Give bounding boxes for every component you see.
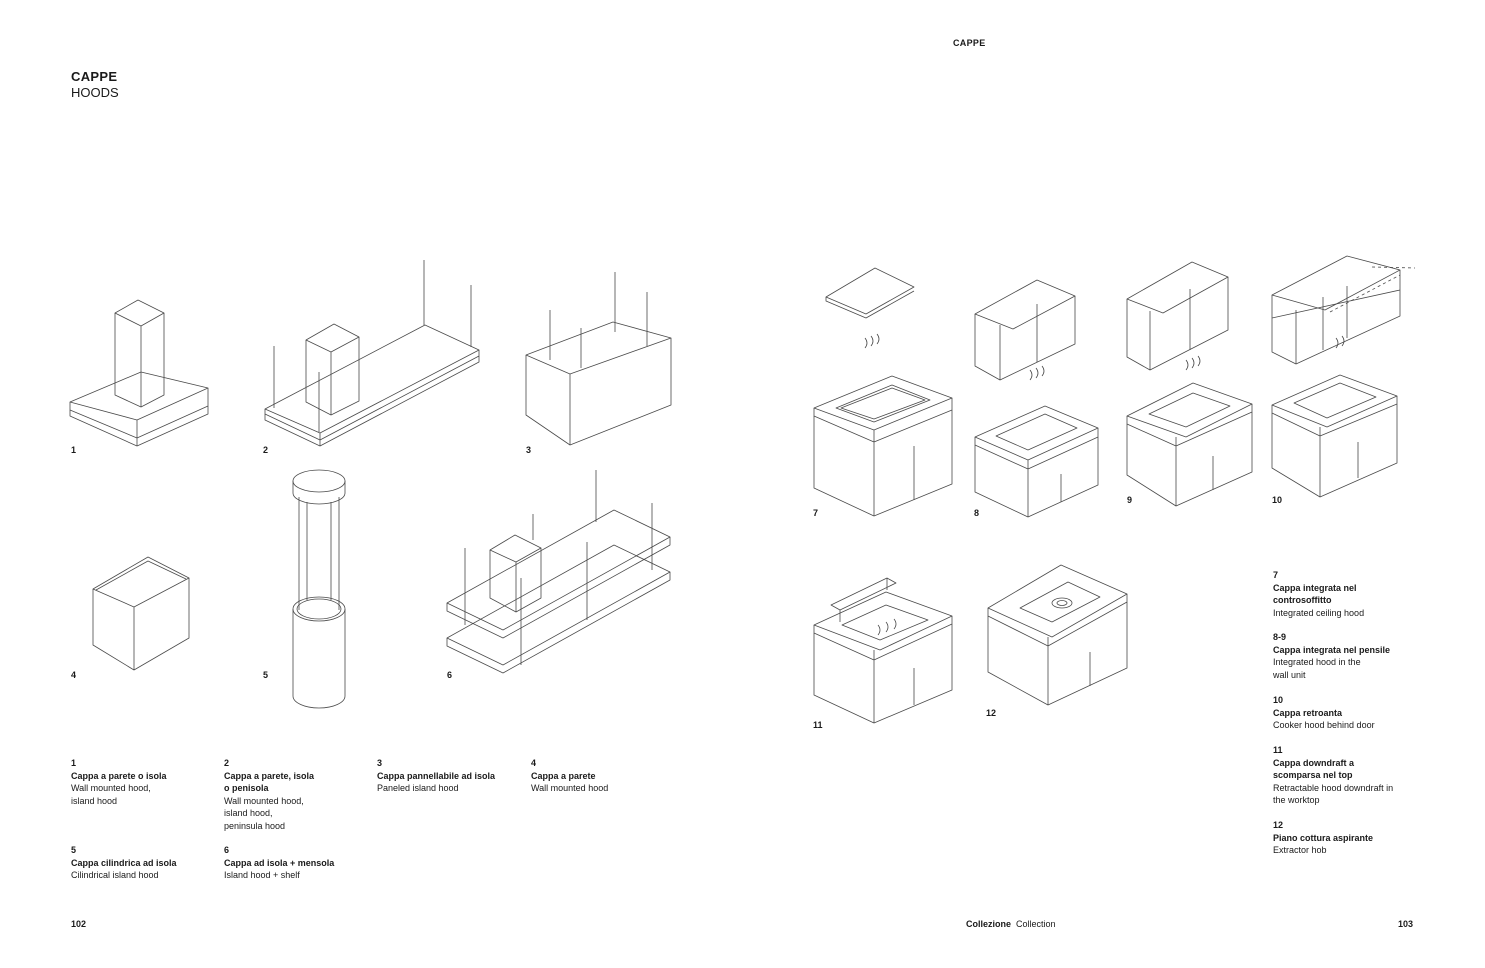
caption-7: 7 Cappa integrata nel controsoffitto Int… bbox=[1273, 569, 1433, 619]
illustration-2-island-hood bbox=[264, 260, 480, 447]
caption-1: 1 Cappa a parete o isola Wall mounted ho… bbox=[71, 757, 221, 807]
caption-english: Retractable hood downdraft in the workto… bbox=[1273, 782, 1394, 806]
caption-number: 8-9 bbox=[1273, 632, 1287, 642]
page-number-right: 103 bbox=[1398, 919, 1414, 929]
caption-english: Island hood + shelf bbox=[224, 870, 300, 880]
caption-english: Integrated hood in the wall unit bbox=[1273, 657, 1361, 680]
illustration-5-cylinder-hood bbox=[292, 469, 346, 709]
caption-6: 6 Cappa ad isola + mensola Island hood +… bbox=[224, 844, 374, 882]
figure-number-8: 8 bbox=[974, 508, 980, 518]
caption-8-9: 8-9 Cappa integrata nel pensile Integrat… bbox=[1273, 631, 1433, 681]
figure-number-1: 1 bbox=[71, 445, 77, 455]
caption-number: 7 bbox=[1273, 570, 1279, 580]
caption-italian: Cappa integrata nel controsoffitto bbox=[1273, 582, 1357, 606]
figure-number-11: 11 bbox=[813, 720, 823, 730]
caption-5: 5 Cappa cilindrica ad isola Cilindrical … bbox=[71, 844, 221, 882]
illustration-9-wallunit-hood bbox=[1126, 261, 1253, 507]
illustration-1-chimney-hood bbox=[69, 299, 209, 447]
caption-10: 10 Cappa retroanta Cooker hood behind do… bbox=[1273, 694, 1433, 732]
illustration-11-downdraft bbox=[813, 577, 953, 724]
page-number-left: 102 bbox=[71, 919, 87, 929]
figure-number-10: 10 bbox=[1272, 495, 1283, 505]
caption-number: 6 bbox=[224, 845, 230, 855]
page-title-english: HOODS bbox=[71, 85, 119, 100]
figure-number-7: 7 bbox=[813, 508, 819, 518]
caption-number: 2 bbox=[224, 758, 230, 768]
caption-12: 12 Piano cottura aspirante Extractor hob bbox=[1273, 819, 1433, 857]
caption-number: 11 bbox=[1273, 745, 1283, 755]
caption-english: Paneled island hood bbox=[377, 783, 459, 793]
figure-number-3: 3 bbox=[526, 445, 532, 455]
figure-number-4: 4 bbox=[71, 670, 77, 680]
figure-number-12: 12 bbox=[986, 708, 997, 718]
caption-4: 4 Cappa a parete Wall mounted hood bbox=[531, 757, 681, 795]
figure-number-9: 9 bbox=[1127, 495, 1133, 505]
illustration-12-extractor-hob bbox=[987, 564, 1128, 706]
caption-italian: Cappa pannellabile ad isola bbox=[377, 770, 496, 781]
caption-english: Wall mounted hood, island hood bbox=[71, 783, 151, 806]
collection-label-italian: Collezione bbox=[966, 919, 1012, 929]
caption-3: 3 Cappa pannellabile ad isola Paneled is… bbox=[377, 757, 527, 795]
page-title-italian: CAPPE bbox=[71, 69, 118, 84]
caption-2: 2 Cappa a parete, isola o penisola Wall … bbox=[224, 757, 374, 832]
caption-italian: Cappa ad isola + mensola bbox=[224, 857, 335, 868]
caption-italian: Cappa retroanta bbox=[1273, 707, 1343, 718]
caption-number: 1 bbox=[71, 758, 77, 768]
caption-english: Cooker hood behind door bbox=[1273, 720, 1375, 730]
caption-italian: Piano cottura aspirante bbox=[1273, 832, 1374, 843]
caption-number: 10 bbox=[1273, 695, 1284, 705]
illustration-8-wallunit-hood bbox=[974, 279, 1099, 518]
illustration-6-hood-shelf bbox=[446, 470, 671, 674]
caption-english: Extractor hob bbox=[1273, 845, 1327, 855]
running-title: CAPPE bbox=[953, 38, 986, 48]
caption-italian: Cappa downdraft a scomparsa nel top bbox=[1273, 757, 1355, 781]
caption-italian: Cappa cilindrica ad isola bbox=[71, 857, 177, 868]
collection-label: Collezione Collection bbox=[966, 919, 1056, 929]
caption-number: 4 bbox=[531, 758, 537, 768]
caption-number: 12 bbox=[1273, 820, 1284, 830]
figure-number-2: 2 bbox=[263, 445, 269, 455]
caption-english: Cilindrical island hood bbox=[71, 870, 159, 880]
caption-11: 11 Cappa downdraft a scomparsa nel top R… bbox=[1273, 744, 1433, 807]
caption-english: Integrated ceiling hood bbox=[1273, 607, 1365, 618]
figure-number-6: 6 bbox=[447, 670, 453, 680]
figure-number-5: 5 bbox=[263, 670, 269, 680]
caption-italian: Cappa a parete o isola bbox=[71, 770, 167, 781]
caption-number: 5 bbox=[71, 845, 77, 855]
illustration-7-ceiling-hood bbox=[813, 267, 953, 517]
caption-italian: Cappa a parete bbox=[531, 770, 596, 781]
caption-italian: Cappa integrata nel pensile bbox=[1273, 644, 1391, 655]
collection-label-english: Collection bbox=[1016, 919, 1056, 929]
caption-number: 3 bbox=[377, 758, 383, 768]
illustration-3-paneled-hood bbox=[525, 272, 672, 446]
caption-italian: Cappa a parete, isola o penisola bbox=[224, 770, 315, 794]
caption-english: Wall mounted hood, island hood, peninsul… bbox=[224, 795, 304, 831]
caption-english: Wall mounted hood bbox=[531, 783, 609, 793]
illustration-10-behind-door-hood bbox=[1271, 255, 1416, 498]
illustration-4-wall-hood bbox=[92, 556, 190, 671]
